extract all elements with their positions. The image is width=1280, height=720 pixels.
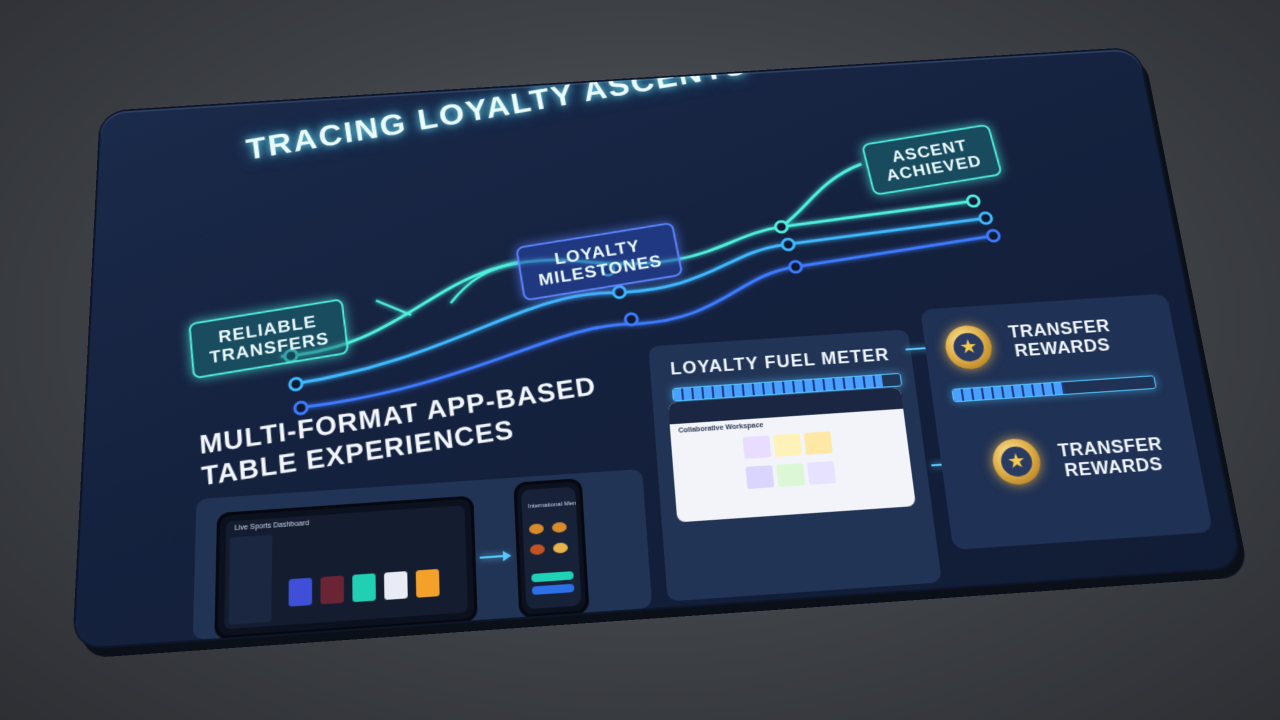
sticky-note	[773, 433, 803, 457]
phone-mockup: International Menu	[513, 478, 590, 619]
node	[789, 261, 802, 273]
sticky-note	[807, 460, 837, 485]
workspace-mockup: Collaborative Workspace	[667, 387, 917, 523]
tablet-sidebar	[228, 534, 273, 625]
star-medal-icon: ★	[998, 445, 1035, 478]
node	[613, 286, 626, 298]
tile-card	[288, 577, 313, 607]
tile-card	[415, 568, 440, 598]
node	[967, 195, 980, 206]
phone-screen: International Menu	[521, 486, 582, 610]
dish-icon	[529, 543, 546, 556]
dish-icon	[551, 521, 567, 534]
phone-title: International Menu	[527, 500, 580, 511]
presentation-board: TRACING LOYALTY ASCENTS	[74, 48, 1242, 649]
tablet-mockup: Live Sports Dashboard	[214, 495, 478, 640]
reward-label-top: TRANSFER REWARDS	[1007, 316, 1112, 361]
tile-card	[320, 575, 344, 605]
tile-card	[384, 571, 408, 600]
sticky-note	[742, 435, 772, 460]
star-medal-icon: ★	[951, 332, 986, 363]
phone-action-button[interactable]	[531, 571, 574, 583]
dish-icon	[528, 523, 544, 535]
sticky-note	[803, 431, 833, 455]
node	[625, 313, 638, 325]
workspace-label: Collaborative Workspace	[678, 422, 764, 435]
tile-card	[352, 573, 376, 603]
node	[987, 230, 1000, 242]
dish-icon	[552, 542, 569, 554]
node	[979, 212, 992, 223]
tablet-screen: Live Sports Dashboard	[224, 505, 468, 630]
node	[782, 239, 795, 251]
phone-action-button[interactable]	[531, 583, 575, 596]
sticky-note	[745, 465, 775, 490]
node	[775, 221, 788, 232]
node	[295, 402, 307, 414]
reward-label-bottom: TRANSFER REWARDS	[1056, 433, 1165, 481]
sticky-note	[776, 463, 806, 487]
tablet-header: Live Sports Dashboard	[234, 519, 310, 533]
node	[290, 378, 302, 390]
